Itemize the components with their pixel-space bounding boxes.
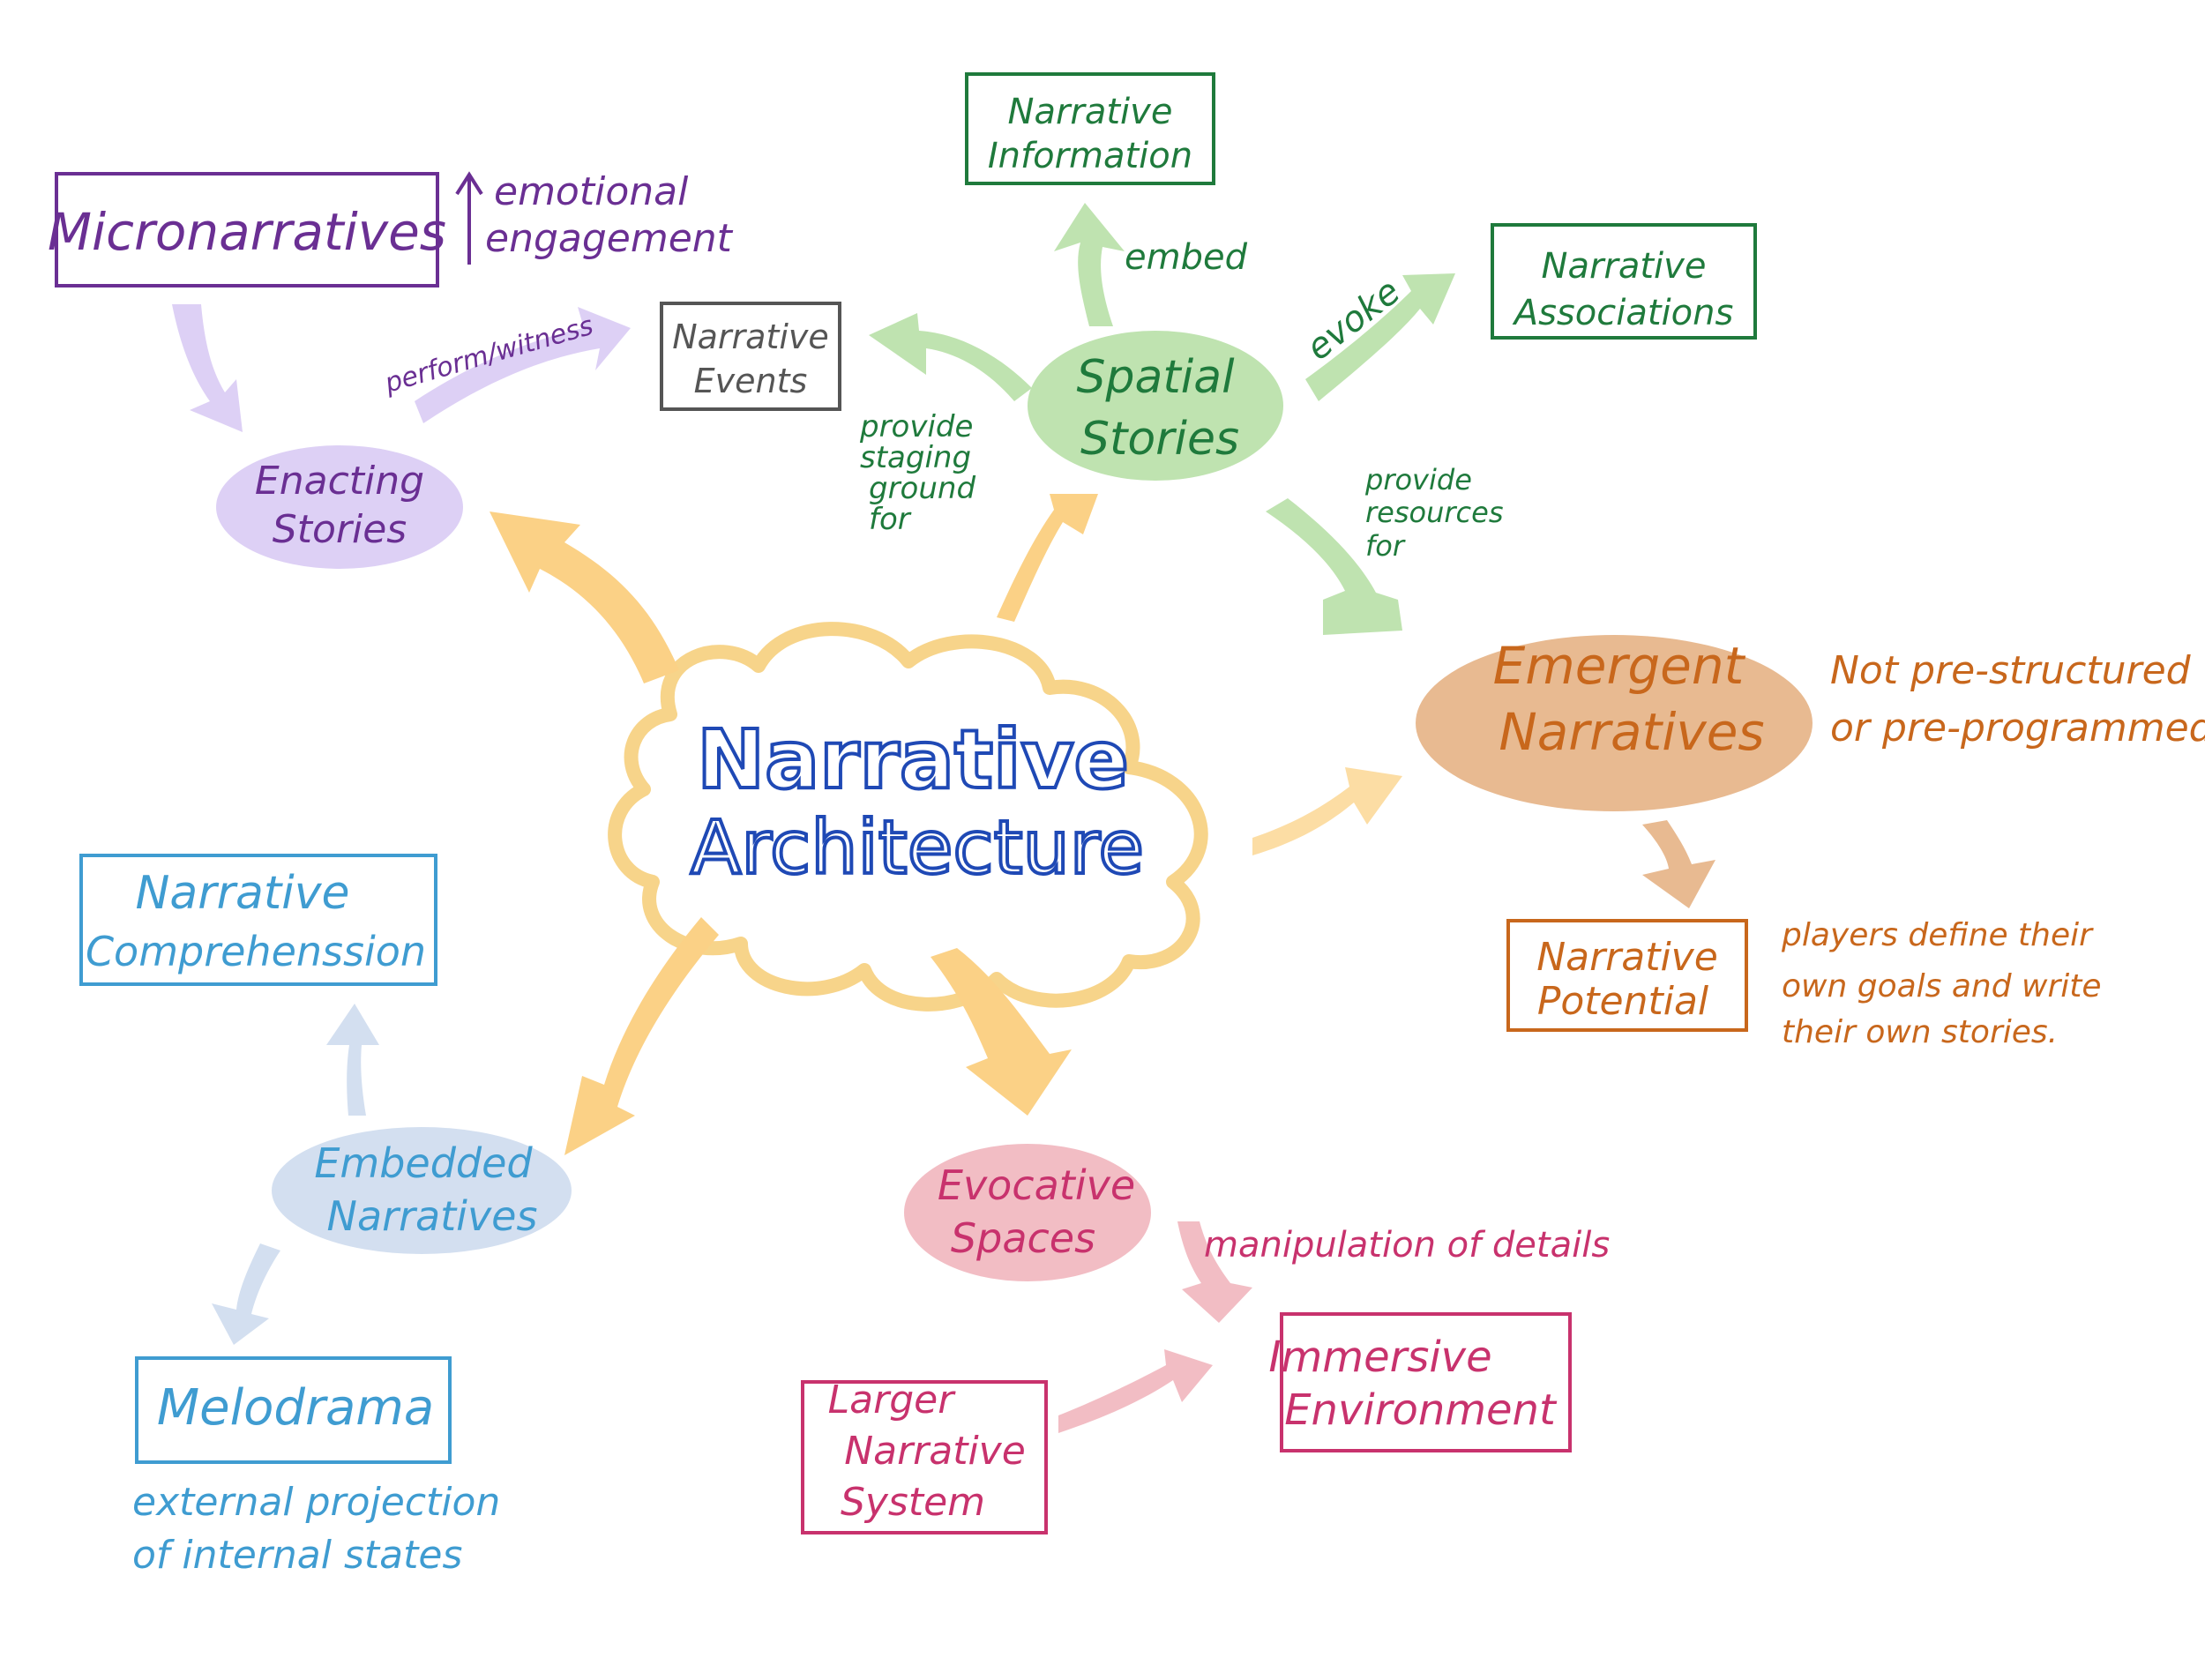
up-arrow-icon [455,171,483,265]
embedded-narratives-line1: Embedded [314,1139,533,1187]
arrow-spatial-to-emergent [1266,498,1402,635]
arrow-spatial-to-information [1054,203,1125,326]
spatial-stories-line1: Spatial [1076,351,1235,404]
green-branch: Narrative Events Narrative Information e… [660,72,1757,635]
embedded-narratives-line2: Narratives [327,1192,538,1240]
center-title-line1: Narrative [697,713,1129,807]
staging-label-line3: ground [869,471,975,506]
emergent-narratives-line2: Narratives [1499,702,1764,762]
larger-narrative-system-box [801,1380,1048,1534]
arrow-embedded-to-melodrama [212,1243,280,1345]
arrow-to-enacting-stories [490,511,679,683]
arrow-evocative-to-immersive [1177,1221,1252,1323]
spatial-stories-line2: Stories [1080,413,1239,466]
arrow-emergent-to-potential [1642,820,1715,908]
narrative-comprehension-line1: Narrative [136,867,350,920]
evocative-spaces-blob [904,1144,1151,1281]
embed-label: embed [1125,237,1248,278]
immersive-environment-line2: Environment [1284,1385,1558,1435]
narrative-information-line2: Information [988,136,1192,176]
narrative-information-box [965,72,1215,185]
arrow-to-embedded-narratives [564,917,719,1155]
players-define-line3: their own stories. [1782,1014,2058,1050]
embedded-narratives-blob [272,1127,572,1254]
narrative-information-line1: Narrative [1008,92,1173,132]
external-projection-line1: external projection [132,1480,500,1525]
main-arrows [490,494,1402,1155]
spatial-stories-blob [1028,331,1283,481]
staging-label-line2: staging [860,440,971,475]
external-projection-line2: of internal states [132,1533,462,1578]
arrow-to-evocative-spaces [931,948,1072,1116]
blue-branch: Narrative Comprehenssion Embedded Narrat… [79,854,572,1578]
arrow-micronarratives-to-enacting [172,304,243,432]
narrative-associations-line2: Associations [1512,293,1734,333]
arrow-larger-to-immersive [1058,1349,1213,1433]
not-prestructured-line1: Not pre-structured [1830,648,2192,693]
narrative-potential-box [1506,919,1748,1032]
manipulation-label: manipulation of details [1204,1225,1610,1266]
narrative-potential-line2: Potential [1537,979,1709,1024]
players-define-line2: own goals and write [1782,968,2102,1004]
immersive-environment-box [1280,1312,1572,1452]
melodrama-box [135,1356,452,1464]
arrow-embedded-to-comprehension [326,1004,379,1116]
not-prestructured-line2: or pre-programmed [1830,706,2205,750]
resources-label-line1: provide [1364,463,1472,497]
arrow-enacting-to-events [415,307,631,423]
larger-narrative-system-line1: Larger [828,1378,957,1422]
evocative-spaces-line2: Spaces [951,1214,1095,1262]
enacting-stories-line1: Enacting [255,459,424,504]
micronarratives-label: Micronarratives [48,202,446,262]
arrow-to-emergent-narratives [1252,767,1402,855]
narrative-potential-line1: Narrative [1536,935,1718,980]
emergent-narratives-blob [1416,635,1813,811]
melodrama-label: Melodrama [157,1379,434,1437]
emotional-engagement-line2: engagement [485,216,734,261]
narrative-events-line2: Events [694,362,808,400]
emotional-engagement-line1: emotional [494,169,689,214]
center-node: Narrative Architecture [608,622,1208,1012]
arrow-spatial-to-associations [1305,273,1455,401]
purple-branch: Micronarratives emotional engagement per… [48,169,734,569]
narrative-comprehension-box [79,854,437,986]
staging-label-line4: for [869,502,912,537]
arrow-spatial-to-events [869,313,1032,401]
resources-label-line2: resources [1365,496,1503,529]
narrative-comprehension-line2: Comprehenssion [86,928,426,975]
center-title-line2: Architecture [691,804,1144,891]
narrative-associations-box [1491,223,1757,340]
orange-branch: Emergent Narratives Not pre-structured o… [1416,635,2205,1050]
pink-branch: Evocative Spaces manipulation of details… [801,1144,1610,1534]
micronarratives-box [55,172,439,287]
players-define-line1: players define their [1781,917,2094,953]
narrative-associations-line1: Narrative [1542,246,1707,287]
arrow-to-spatial-stories [997,494,1098,622]
evocative-spaces-line1: Evocative [938,1161,1135,1209]
enacting-stories-blob [216,445,463,569]
staging-label-line1: provide [859,409,973,444]
narrative-events-line1: Narrative [672,317,829,356]
center-cloud [608,622,1208,1012]
immersive-environment-line1: Immersive [1268,1333,1491,1382]
larger-narrative-system-line2: Narrative [844,1429,1026,1474]
enacting-stories-line2: Stories [273,507,407,552]
narrative-events-box [660,302,841,411]
emergent-narratives-line1: Emergent [1493,636,1746,696]
larger-narrative-system-line3: System [841,1480,985,1525]
resources-label-line3: for [1365,529,1406,563]
